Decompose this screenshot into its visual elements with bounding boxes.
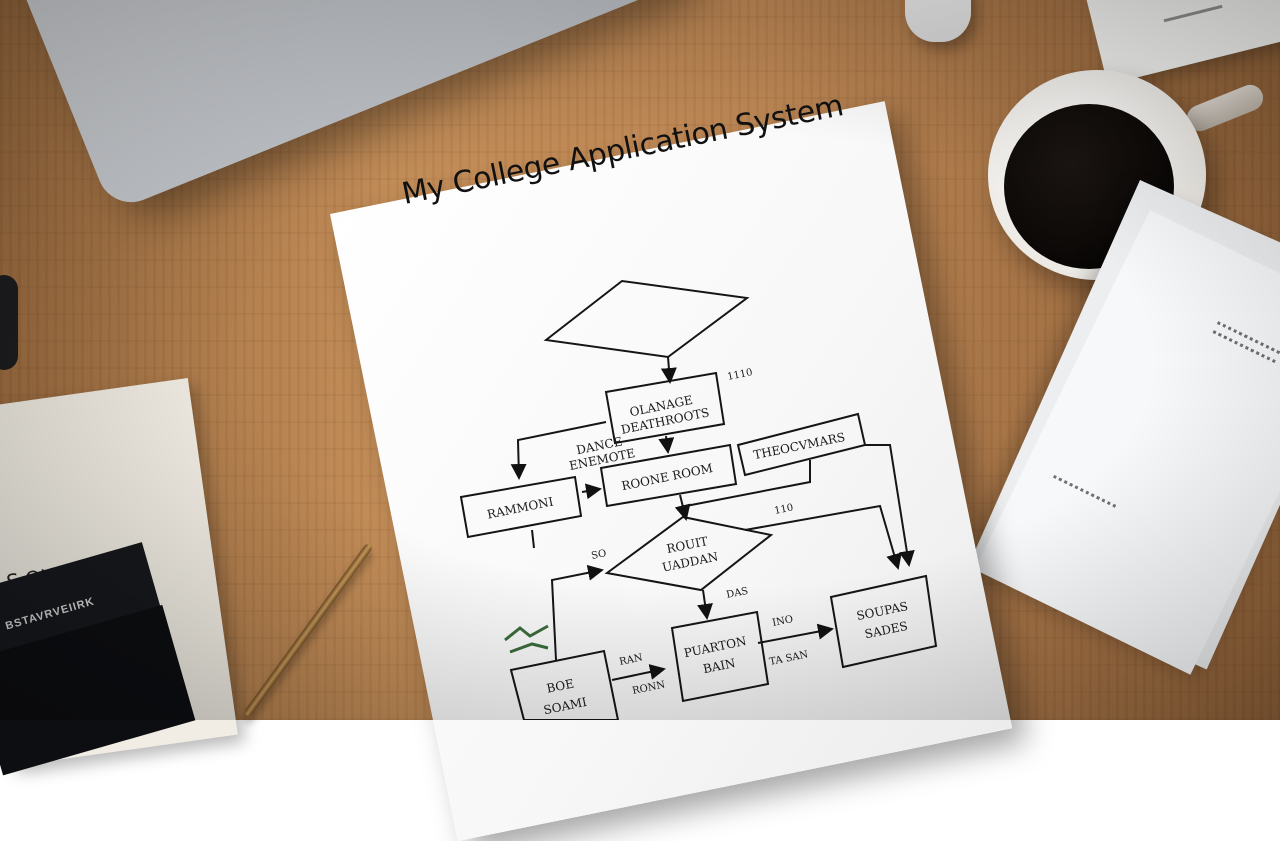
node-n6-line2: BAIN	[702, 656, 737, 676]
decision-diamond	[604, 515, 774, 592]
node-n2-line1: ROONE ROOM	[620, 461, 714, 493]
edge-label: 110	[773, 502, 794, 517]
computer-mouse	[905, 0, 971, 42]
box-soupas	[829, 574, 938, 669]
connector	[685, 460, 811, 507]
arrow	[865, 444, 915, 567]
node-n5-line2: SADES	[863, 619, 908, 641]
edge-label: SO	[590, 548, 607, 562]
box-boe	[509, 649, 620, 720]
box-olanage	[604, 371, 726, 445]
node-n3-line1: THEOCVMARS	[752, 430, 846, 462]
arrow	[660, 356, 677, 384]
box-rammoni	[459, 475, 583, 539]
arrow	[510, 421, 607, 480]
start-diamond	[543, 279, 750, 359]
arrow	[757, 623, 834, 644]
flowchart: DANCE ENEMOTE OLANAGE DEATHROOTS ROONE R…	[459, 279, 938, 720]
edge-label: INO	[771, 614, 794, 629]
edge-label: 1110	[726, 367, 753, 383]
edge-label: TA SAN	[768, 649, 809, 668]
node-n7-line1: BOE	[545, 676, 575, 695]
edge-label: DAS	[725, 586, 749, 601]
edge-label: RAN	[618, 652, 643, 668]
arrow	[658, 435, 675, 454]
doodle-icon	[504, 624, 549, 654]
arrow	[697, 589, 713, 620]
node-n4-line1: RAMMONI	[486, 494, 555, 521]
connector	[531, 529, 535, 549]
arrow	[611, 664, 666, 681]
node-n7-line2: SOAMI	[542, 695, 588, 717]
edge-label: RONN	[631, 679, 666, 696]
arrow	[674, 494, 691, 521]
dark-object	[0, 275, 18, 370]
node-n6-line1: PUARTON	[683, 634, 748, 660]
arrow	[581, 483, 602, 500]
arrow	[550, 564, 604, 661]
arrow	[744, 504, 902, 570]
box-roone-room	[599, 443, 738, 508]
box-puarton	[670, 610, 770, 703]
